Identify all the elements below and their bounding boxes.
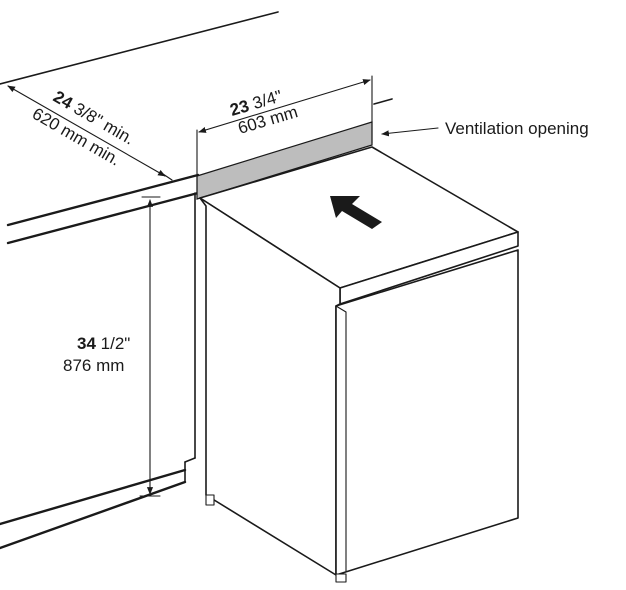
ventilation-label: Ventilation opening [445,119,589,138]
cabinet-bottom-corner [184,457,196,463]
height-dimension: 34 1/2" 876 mm [63,196,161,497]
appliance-foot-front [335,573,347,583]
appliance-door [335,249,519,576]
appliance-foot-left [205,494,215,506]
push-in-arrow-icon [330,196,382,229]
countertop [0,11,393,245]
ventilation-callout: Ventilation opening [381,119,589,138]
width-dimension: 23 3/4" 603 mm [196,75,373,196]
countertop-front-edge [6,173,200,227]
depth-dimension: 24 3/8" min. 620 mm min. [0,83,173,181]
ventilation-leader-line [381,127,439,137]
countertop-lower-edge [6,191,200,245]
door-corner-line [335,305,347,313]
height-metric-label: 876 mm [63,356,124,375]
height-imperial-label: 34 1/2" [77,334,130,353]
width-dimension-line [198,79,371,133]
countertop-back-edge [0,11,279,85]
countertop-right-edge [373,98,393,105]
depth-extension-line [159,171,173,181]
width-imperial-label: 23 3/4" [228,86,285,119]
floor-line-lower [0,480,187,550]
floor-line-upper [0,468,187,526]
cabinet-side [0,192,196,550]
depth-dimension-line [7,85,166,177]
